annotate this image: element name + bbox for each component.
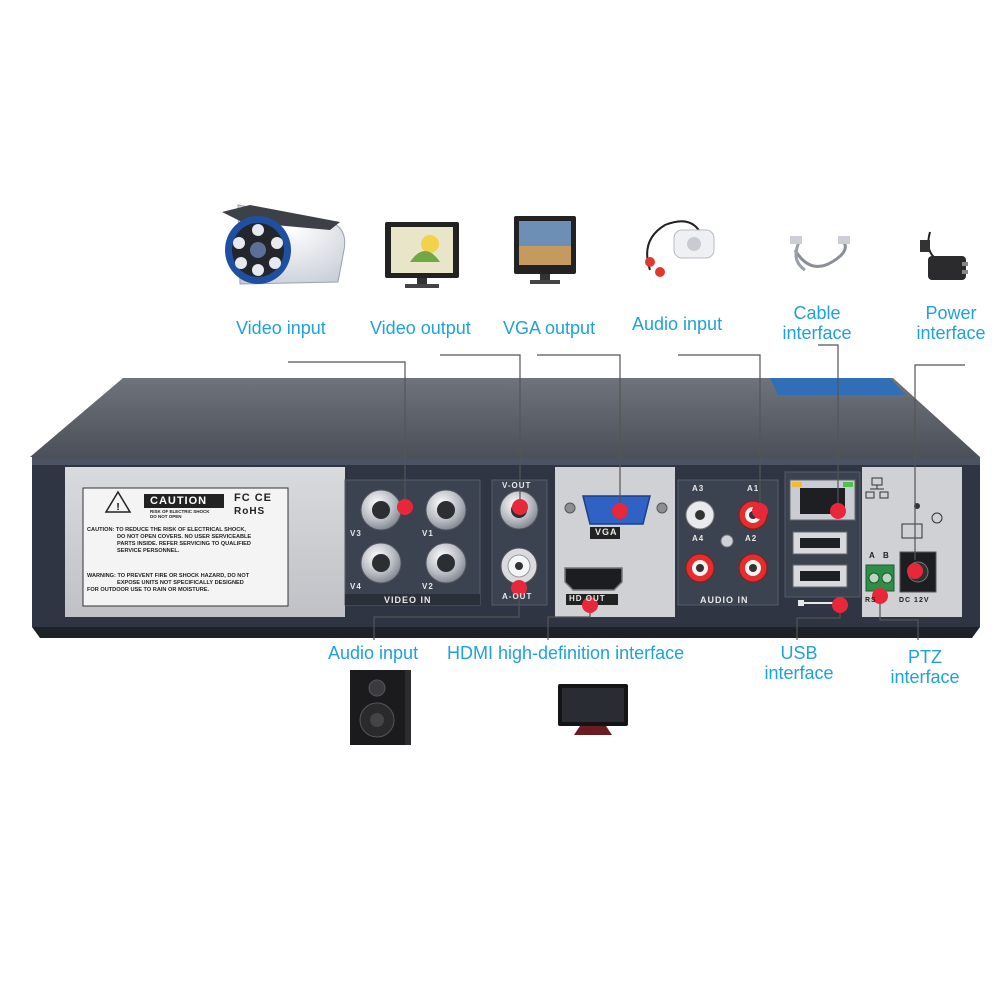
label-hdmi-interface: HDMI high-definition interface (447, 643, 685, 663)
warning-notice-text: WARNING: TO PREVENT FIRE OR SHOCK HAZARD… (87, 573, 250, 593)
marker-audio-output (511, 580, 527, 596)
network-symbol-icon (865, 477, 889, 499)
usb-port-2[interactable] (792, 564, 848, 588)
network-cable-icon (790, 236, 850, 272)
video-in-caption: VIDEO IN (384, 595, 432, 605)
svg-text:!: ! (116, 502, 119, 513)
caution-notice-text: CAUTION: TO REDUCE THE RISK OF ELECTRICA… (87, 527, 252, 554)
caution-subtitle: RISK OF ELECTRIC SHOCK DO NOT OPEN (150, 509, 210, 519)
marker-usb (832, 597, 848, 613)
marker-vga (612, 503, 628, 519)
label-video-input: Video input (236, 318, 326, 338)
v3-caption: V3 (350, 529, 362, 538)
rs-caption: RS (865, 597, 877, 604)
label-video-output: Video output (370, 318, 471, 338)
a2-caption: A2 (745, 534, 758, 543)
marker-video-input (397, 499, 413, 515)
audio-in-caption: AUDIO IN (700, 595, 749, 605)
a3-caption: A3 (692, 484, 705, 493)
bullet-camera-icon (222, 204, 346, 285)
bnc-connector-v4[interactable] (360, 542, 402, 584)
callout-markers (397, 499, 923, 613)
terminal-a-caption: A (869, 551, 876, 560)
terminal-b-caption: B (883, 551, 890, 560)
bnc-connector-v2[interactable] (425, 542, 467, 584)
rca-connector-a4[interactable] (685, 553, 715, 583)
v1-caption: V1 (422, 529, 434, 538)
rca-connector-a3[interactable] (685, 500, 715, 530)
dc12v-caption: DC 12V (899, 597, 930, 604)
label-vga-output: VGA output (503, 318, 596, 338)
hd-out-caption: HD OUT (569, 594, 606, 603)
label-ptz-interface: PTZ interface (890, 647, 960, 687)
dvr-top-cover (30, 378, 980, 457)
bnc-connector-v1[interactable] (425, 489, 467, 531)
monitor-icon (385, 222, 459, 288)
marker-audio-input (752, 503, 768, 519)
power-adapter-icon (920, 231, 968, 280)
usb-port-1[interactable] (792, 531, 848, 555)
marker-hdmi (582, 597, 598, 613)
marker-power (907, 563, 923, 579)
vga-monitor-icon (514, 216, 576, 284)
a4-caption: A4 (692, 534, 705, 543)
caution-label: ! (82, 487, 289, 607)
v-out-caption: V-OUT (502, 481, 532, 490)
a-out-caption: A-OUT (502, 592, 533, 601)
label-cable-interface: Cable interface (782, 303, 852, 343)
marker-ptz (872, 588, 888, 604)
bnc-connector-v3[interactable] (360, 489, 402, 531)
label-audio-input-top: Audio input (632, 314, 723, 334)
marker-cable (830, 503, 846, 519)
microphone-icon (645, 220, 715, 277)
v2-caption: V2 (422, 582, 434, 591)
hdtv-icon (558, 684, 628, 735)
v4-caption: V4 (350, 582, 362, 591)
rs485-terminal[interactable] (865, 564, 895, 592)
label-power-interface: Power interface (916, 303, 986, 343)
caution-title: CAUTION (150, 495, 208, 507)
rca-connector-a2[interactable] (738, 553, 768, 583)
speaker-icon (350, 670, 411, 745)
label-usb-interface: USB interface (764, 643, 834, 683)
fc-ce-mark: FC CE (234, 492, 272, 504)
vga-caption: VGA (595, 527, 618, 537)
rohs-mark: RoHS (234, 506, 266, 517)
marker-video-output (512, 499, 528, 515)
a1-caption: A1 (747, 484, 760, 493)
label-audio-input-bottom: Audio input (328, 643, 419, 663)
rca-connector-a-out[interactable] (500, 547, 538, 585)
ground-screw (720, 534, 734, 548)
